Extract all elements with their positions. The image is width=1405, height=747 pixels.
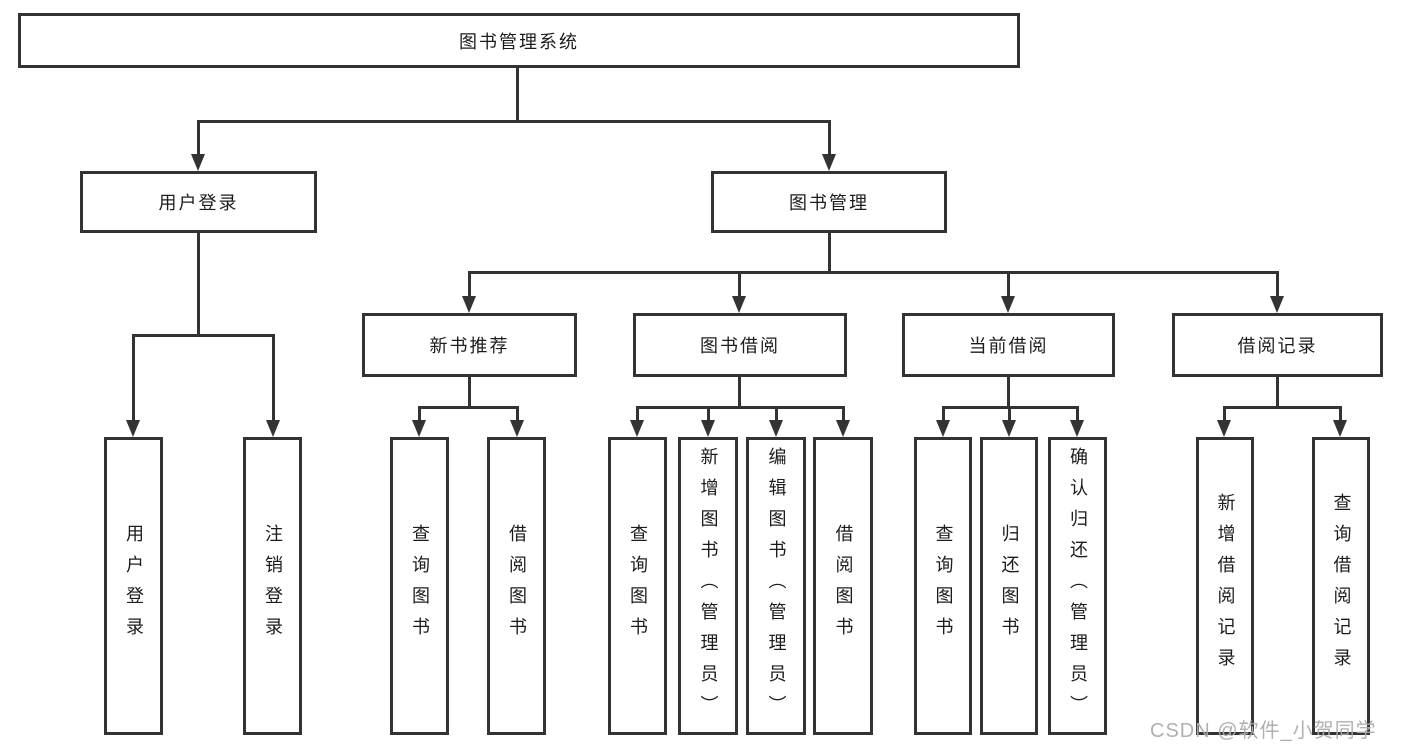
node-leaf-borrow-books-1: 借阅图书	[487, 437, 546, 735]
node-leaf-add-book-admin-label: 新增图书（管理员）	[698, 446, 719, 726]
node-borrow-records: 借阅记录	[1172, 313, 1383, 377]
node-leaf-confirm-return-admin-label: 确认归还（管理员）	[1068, 446, 1088, 726]
node-borrow-records-label: 借阅记录	[1237, 336, 1318, 356]
connector-arm-confirm-return	[1076, 406, 1079, 422]
arrowhead-book-management-icon	[822, 154, 836, 171]
connector-arm-borrow-books-2	[842, 406, 845, 422]
node-user-login: 用户登录	[80, 171, 317, 233]
node-leaf-query-books-2-label: 查询图书	[628, 524, 648, 648]
node-leaf-query-books-1: 查询图书	[390, 437, 449, 735]
node-root-label: 图书管理系统	[459, 31, 579, 52]
node-leaf-edit-book-admin-label: 编辑图书（管理员）	[766, 446, 787, 726]
node-leaf-borrow-books-2: 借阅图书	[813, 437, 873, 735]
csdn-watermark: CSDN @软件_小贺同学	[1150, 720, 1377, 742]
arrowhead-book-borrow-icon	[732, 296, 746, 313]
node-leaf-borrow-books-2-label: 借阅图书	[833, 524, 854, 648]
connector-arm-book-management	[828, 120, 831, 156]
connector-arm-new-book-rec	[468, 271, 471, 298]
node-leaf-query-borrow-record-label: 查询借阅记录	[1331, 493, 1352, 679]
connector-arm-add-record	[1223, 406, 1226, 422]
connector-book-borrow-stem	[738, 377, 741, 409]
connector-arm-borrow-books-1	[516, 406, 519, 422]
arrowhead-add-book-icon	[701, 420, 715, 437]
arrowhead-add-record-icon	[1217, 420, 1231, 437]
node-leaf-user-login-label: 用户登录	[124, 524, 144, 648]
connector-arm-leaf-logout	[272, 334, 275, 421]
node-leaf-borrow-books-1-label: 借阅图书	[507, 524, 527, 648]
connector-arm-leaf-user-login	[132, 334, 135, 421]
connector-book-management-stem	[828, 233, 831, 274]
node-current-borrow-label: 当前借阅	[968, 336, 1049, 356]
node-leaf-query-books-1-label: 查询图书	[410, 524, 430, 648]
connector-current-borrow-stem	[1007, 377, 1010, 409]
node-new-book-rec: 新书推荐	[362, 313, 577, 377]
arrowhead-current-borrow-icon	[1001, 296, 1015, 313]
connector-new-book-rec-stem	[468, 377, 471, 409]
connector-new-book-rec-bar	[418, 406, 519, 409]
arrowhead-borrow-records-icon	[1270, 296, 1284, 313]
arrowhead-confirm-return-icon	[1070, 420, 1084, 437]
connector-user-login-stem	[197, 233, 200, 336]
node-leaf-logout-label: 注销登录	[263, 524, 283, 648]
connector-user-login-bar	[132, 334, 275, 337]
arrowhead-query-books-1-icon	[412, 420, 426, 437]
arrowhead-query-books-3-icon	[936, 420, 950, 437]
connector-arm-return-books	[1008, 406, 1011, 422]
node-leaf-add-borrow-record: 新增借阅记录	[1196, 437, 1254, 735]
node-leaf-user-login: 用户登录	[104, 437, 163, 735]
arrowhead-query-books-2-icon	[630, 420, 644, 437]
arrowhead-leaf-logout-icon	[266, 420, 280, 437]
node-leaf-edit-book-admin: 编辑图书（管理员）	[746, 437, 806, 735]
connector-root-stem	[516, 68, 519, 122]
node-book-management-label: 图书管理	[789, 193, 869, 213]
arrowhead-user-login-icon	[191, 154, 205, 171]
connector-arm-add-book	[707, 406, 710, 422]
arrowhead-edit-book-icon	[769, 420, 783, 437]
connector-level3-bar	[468, 271, 1279, 274]
arrowhead-new-book-rec-icon	[462, 296, 476, 313]
node-leaf-return-books-label: 归还图书	[999, 524, 1020, 648]
connector-arm-query-books-1	[418, 406, 421, 422]
connector-arm-query-books-3	[942, 406, 945, 422]
node-root: 图书管理系统	[18, 13, 1020, 68]
node-book-management: 图书管理	[711, 171, 947, 233]
node-leaf-return-books: 归还图书	[980, 437, 1038, 735]
arrowhead-borrow-books-2-icon	[836, 420, 850, 437]
node-leaf-query-books-3-label: 查询图书	[933, 524, 954, 648]
node-current-borrow: 当前借阅	[902, 313, 1115, 377]
arrowhead-borrow-books-1-icon	[510, 420, 524, 437]
node-book-borrow-label: 图书借阅	[700, 336, 780, 356]
node-leaf-confirm-return-admin: 确认归还（管理员）	[1048, 437, 1107, 735]
node-new-book-rec-label: 新书推荐	[429, 336, 510, 356]
connector-arm-query-books-2	[636, 406, 639, 422]
connector-borrow-records-bar	[1223, 406, 1342, 409]
connector-arm-user-login	[197, 120, 200, 156]
node-user-login-label: 用户登录	[158, 193, 239, 213]
arrowhead-query-record-icon	[1333, 420, 1347, 437]
connector-borrow-records-stem	[1276, 377, 1279, 409]
node-leaf-add-borrow-record-label: 新增借阅记录	[1215, 493, 1236, 679]
node-leaf-query-books-3: 查询图书	[914, 437, 972, 735]
arrowhead-leaf-user-login-icon	[126, 420, 140, 437]
node-leaf-query-borrow-record: 查询借阅记录	[1312, 437, 1370, 735]
node-leaf-query-books-2: 查询图书	[608, 437, 667, 735]
connector-arm-current-borrow	[1007, 271, 1010, 298]
node-leaf-logout: 注销登录	[243, 437, 302, 735]
connector-book-borrow-bar	[636, 406, 845, 409]
connector-arm-query-record	[1339, 406, 1342, 422]
connector-arm-edit-book	[775, 406, 778, 422]
connector-arm-book-borrow	[738, 271, 741, 298]
connector-level1-bar	[197, 120, 831, 123]
arrowhead-return-books-icon	[1002, 420, 1016, 437]
node-book-borrow: 图书借阅	[633, 313, 847, 377]
node-leaf-add-book-admin: 新增图书（管理员）	[678, 437, 738, 735]
connector-arm-borrow-records	[1276, 271, 1279, 298]
